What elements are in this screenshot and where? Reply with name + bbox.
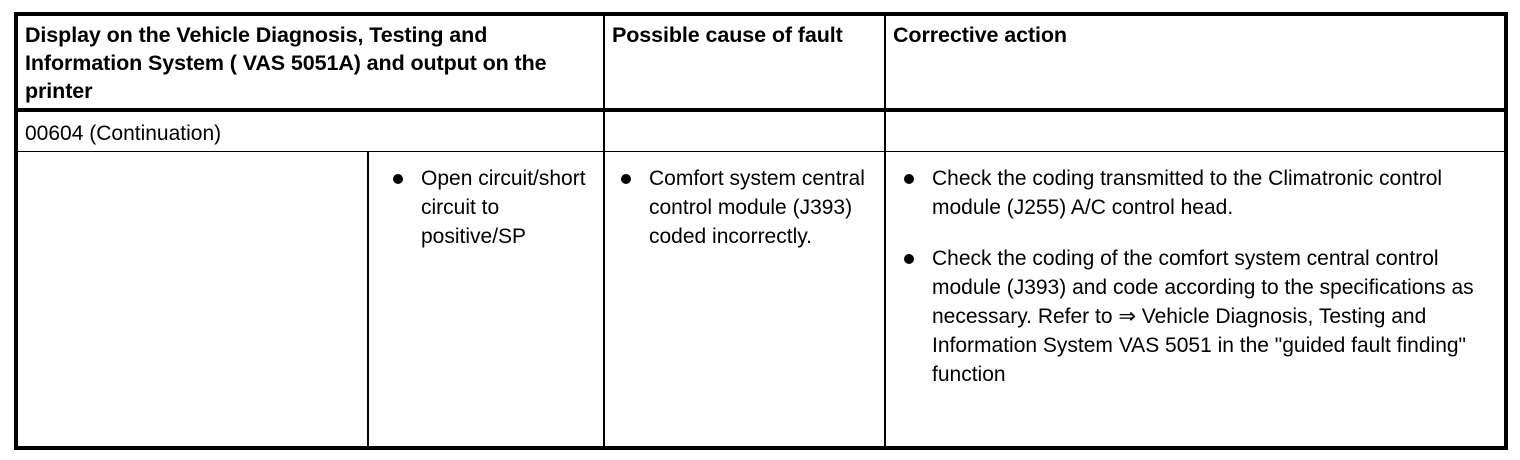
action-bullet-list: Check the coding transmitted to the Clim… xyxy=(902,164,1490,389)
table-row-continuation: 00604 (Continuation) xyxy=(18,112,1504,152)
cause-bullet-list: Comfort system central control module (J… xyxy=(619,164,874,251)
continuation-action-label xyxy=(893,117,1497,121)
cell-fault-code: 00604 (Continuation) xyxy=(18,112,603,151)
cell-display-split: Open circuit/short circuit to positive/S… xyxy=(18,152,603,446)
cell-continuation-cause xyxy=(603,112,884,151)
cell-possible-cause: Comfort system central control module (J… xyxy=(603,152,884,446)
header-cell-display: Display on the Vehicle Diagnosis, Testin… xyxy=(18,16,603,108)
list-item: Check the coding of the comfort system c… xyxy=(902,244,1490,389)
header-cell-cause: Possible cause of fault xyxy=(603,16,884,108)
table-row-data: Open circuit/short circuit to positive/S… xyxy=(18,152,1504,446)
cell-display-blank xyxy=(18,152,367,446)
cell-continuation-action xyxy=(884,112,1504,151)
bullet-dot-icon xyxy=(904,254,914,264)
display-bullet-text: Open circuit/short circuit to positive/S… xyxy=(421,167,586,248)
bullet-dot-icon xyxy=(621,174,631,184)
list-item: Open circuit/short circuit to positive/S… xyxy=(391,164,597,251)
fault-diagnosis-table: Display on the Vehicle Diagnosis, Testin… xyxy=(14,12,1508,450)
fault-code-label: 00604 (Continuation) xyxy=(25,122,222,145)
cell-corrective-action: Check the coding transmitted to the Clim… xyxy=(884,152,1504,446)
action-bullet-text-2: Check the coding of the comfort system c… xyxy=(932,247,1474,386)
bullet-dot-icon xyxy=(393,174,403,184)
cell-display-symptoms: Open circuit/short circuit to positive/S… xyxy=(367,152,603,446)
header-cell-action: Corrective action xyxy=(884,16,1504,108)
list-item: Check the coding transmitted to the Clim… xyxy=(902,164,1490,222)
bullet-dot-icon xyxy=(904,174,914,184)
header-label-cause: Possible cause of fault xyxy=(612,23,843,47)
table-header-row: Display on the Vehicle Diagnosis, Testin… xyxy=(18,16,1504,112)
header-label-action: Corrective action xyxy=(893,23,1067,47)
list-item: Comfort system central control module (J… xyxy=(619,164,874,251)
continuation-cause-label xyxy=(612,117,877,121)
display-bullet-list: Open circuit/short circuit to positive/S… xyxy=(391,164,597,251)
cause-bullet-text: Comfort system central control module (J… xyxy=(649,167,865,248)
action-bullet-text-1: Check the coding transmitted to the Clim… xyxy=(932,167,1443,219)
header-label-display: Display on the Vehicle Diagnosis, Testin… xyxy=(25,23,547,103)
